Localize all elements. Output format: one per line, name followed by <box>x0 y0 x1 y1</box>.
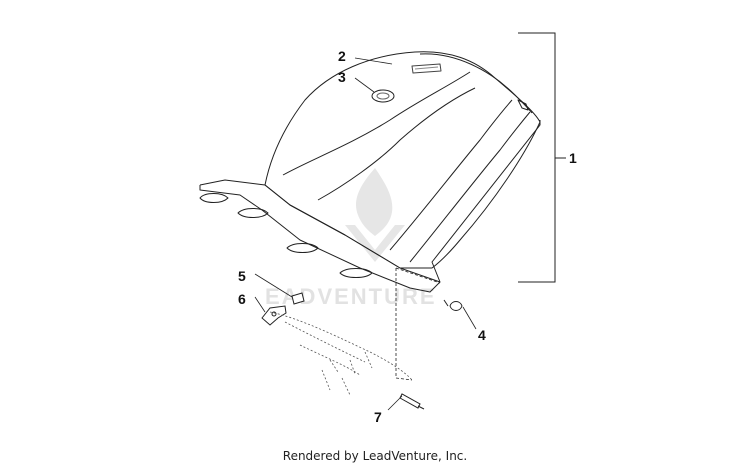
mounting-tab <box>237 208 269 218</box>
seat-stitch-line <box>282 71 471 176</box>
part-6-bracket <box>261 305 287 326</box>
mounting-tab <box>286 243 319 253</box>
part-3-emblem <box>371 89 395 103</box>
watermark-wing-icon <box>345 225 405 262</box>
callout-2: 2 <box>338 48 346 64</box>
callout-7: 7 <box>374 409 382 425</box>
leader-5 <box>254 273 293 298</box>
callout-6: 6 <box>238 291 246 307</box>
part-7-cable-tie <box>399 393 425 410</box>
leader-4 <box>462 306 477 330</box>
seat-latch <box>517 99 529 111</box>
part-4-push-pin <box>443 299 463 311</box>
watermark: EADVENTURE <box>265 168 435 309</box>
seat-rear-edge <box>419 53 533 114</box>
part-5-clip <box>291 292 305 305</box>
mounting-tab <box>199 193 229 203</box>
leader-7 <box>387 395 403 411</box>
seat-logo-badge <box>411 63 442 74</box>
callouts: 1 2 3 4 5 6 7 <box>238 48 577 425</box>
part-3-emblem-inner <box>376 92 390 100</box>
callout-5: 5 <box>238 268 246 284</box>
seat-strap <box>269 311 413 396</box>
leader-3 <box>354 77 375 93</box>
callout-1: 1 <box>569 150 577 166</box>
assembly-line <box>395 267 441 381</box>
seat-stitch-line <box>409 111 531 263</box>
mounting-tab <box>339 268 373 278</box>
seat-assembly <box>199 51 541 293</box>
callout-4: 4 <box>478 327 486 343</box>
seat-stitch-line <box>317 87 476 201</box>
seat-stitch-line <box>389 99 513 251</box>
seat-skirt <box>199 185 441 293</box>
leader-lines <box>254 57 477 411</box>
footer-credit: Rendered by LeadVenture, Inc. <box>282 449 468 463</box>
callout-3: 3 <box>338 69 346 85</box>
leader-6 <box>254 296 266 313</box>
leader-2 <box>354 57 393 65</box>
assembly-bracket <box>518 32 566 283</box>
watermark-flame-icon <box>355 168 393 236</box>
